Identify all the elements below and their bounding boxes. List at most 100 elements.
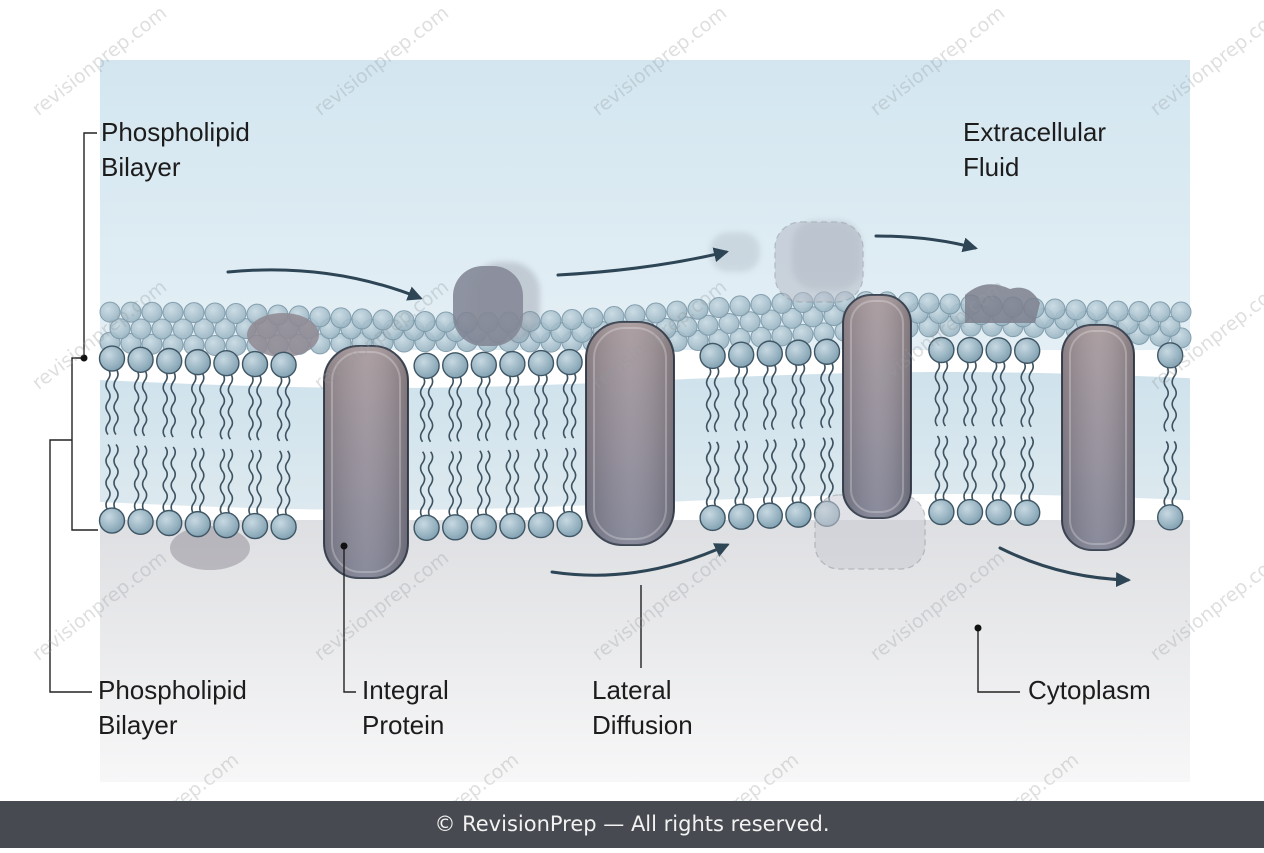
lipid-tail <box>219 372 226 440</box>
label-line: Phospholipid <box>98 675 247 705</box>
protein-highlight <box>331 351 401 573</box>
lipid-head <box>98 345 126 372</box>
back-lipid-head <box>739 311 761 333</box>
protein-highlight <box>1069 330 1127 545</box>
back-lipid-head <box>729 295 751 317</box>
lipid-tail <box>562 447 569 515</box>
lipid-tail <box>485 450 491 518</box>
lipid-head <box>556 510 583 538</box>
lipid-head <box>785 501 812 528</box>
lipid-head <box>756 502 783 529</box>
lipid-head <box>241 512 269 540</box>
back-lipid-head <box>99 301 121 323</box>
lipid-tail <box>713 365 720 433</box>
lipid-tail <box>477 374 483 442</box>
integral-proteins <box>323 294 1135 579</box>
lipid-tail <box>513 449 520 517</box>
label-line: Integral <box>362 675 449 705</box>
lipid-tail <box>448 374 454 442</box>
lipid-head <box>241 350 269 378</box>
lipid-tail <box>828 437 834 505</box>
label-line: Bilayer <box>101 152 181 182</box>
back-lipid-head <box>393 310 415 332</box>
diffusion-arrow <box>998 546 1131 588</box>
label-leader-lines <box>49 132 1020 693</box>
diffusion-arrow <box>556 247 729 277</box>
lipid-head <box>985 337 1012 364</box>
lipid-head <box>184 348 212 376</box>
lipid-tail <box>1171 440 1177 508</box>
lipid-tail <box>799 362 806 430</box>
lipid-tail <box>991 359 998 427</box>
lipid-head <box>270 351 297 379</box>
label-phospholipid-bilayer-bottom: Phospholipid Bilayer <box>98 673 247 743</box>
back-lipid-head <box>141 301 163 323</box>
lipid-head <box>127 346 154 373</box>
lipid-head <box>413 514 440 541</box>
lipid-tail <box>219 448 226 516</box>
protein-highlight <box>850 300 904 513</box>
lipid-head <box>98 507 126 534</box>
lipid-tail <box>284 374 291 442</box>
lipid-tail <box>1171 364 1177 432</box>
lipid-head <box>499 350 526 378</box>
back-lipid-head <box>582 307 604 329</box>
lipid-tail <box>505 449 512 517</box>
back-lipid-head <box>372 309 394 331</box>
lipid-tail <box>820 437 826 505</box>
protein-shading <box>586 322 674 545</box>
lipid-tail <box>191 447 197 515</box>
back-lipid-head <box>330 307 352 329</box>
back-lipid-head <box>561 308 583 330</box>
back-lipid-head <box>109 318 131 340</box>
label-line: Diffusion <box>592 710 693 740</box>
lipid-tail <box>799 438 806 506</box>
back-lipid-head <box>645 302 667 324</box>
lipid-head <box>442 514 469 541</box>
lipid-head <box>699 504 726 532</box>
lipid-tail <box>170 370 176 438</box>
lipid-tail <box>934 359 941 427</box>
back-lipid-head <box>1128 301 1150 323</box>
back-lipid-head <box>120 301 142 323</box>
lipid-tail <box>248 449 254 517</box>
lipid-tail <box>534 372 540 440</box>
label-cytoplasm: Cytoplasm <box>1028 673 1151 708</box>
lipid-head <box>556 348 583 376</box>
lipid-tail <box>570 371 577 439</box>
label-line: Phospholipid <box>101 117 250 147</box>
back-lipid-head <box>939 293 961 315</box>
lipid-tail <box>999 435 1006 503</box>
back-lipid-head <box>918 292 940 314</box>
diffusion-arrows <box>226 234 1131 588</box>
back-lipid-head <box>1149 301 1171 323</box>
protein-highlight <box>593 327 667 540</box>
lipid-tail <box>942 435 949 503</box>
back-lipid-head <box>204 335 226 357</box>
lipid-head <box>728 341 755 368</box>
label-line: Bilayer <box>98 710 178 740</box>
back-lipid-head <box>309 306 331 328</box>
lipid-head <box>213 511 240 539</box>
lipid-tail <box>227 448 234 516</box>
leader-bilayer-top <box>83 132 97 358</box>
lipid-tail <box>485 374 491 442</box>
lipid-head <box>928 336 955 364</box>
lipid-head <box>184 510 212 538</box>
back-lipid-head <box>204 302 226 324</box>
lipid-tail <box>141 445 148 513</box>
peripheral-protein <box>170 526 250 570</box>
lipid-tail <box>456 450 462 518</box>
lipid-tail <box>105 444 111 511</box>
lipid-tail <box>448 450 454 518</box>
back-lipid-head <box>1107 300 1129 322</box>
label-line: Cytoplasm <box>1028 675 1151 705</box>
lipid-tail <box>1020 436 1026 504</box>
lipid-tail <box>199 371 205 439</box>
lipid-tail <box>248 373 254 441</box>
ghost-protein-blur <box>792 220 862 290</box>
lipid-tail <box>105 368 111 436</box>
lipid-tail <box>971 359 977 427</box>
lipid-tail <box>791 362 798 430</box>
lipid-tail <box>141 369 148 437</box>
